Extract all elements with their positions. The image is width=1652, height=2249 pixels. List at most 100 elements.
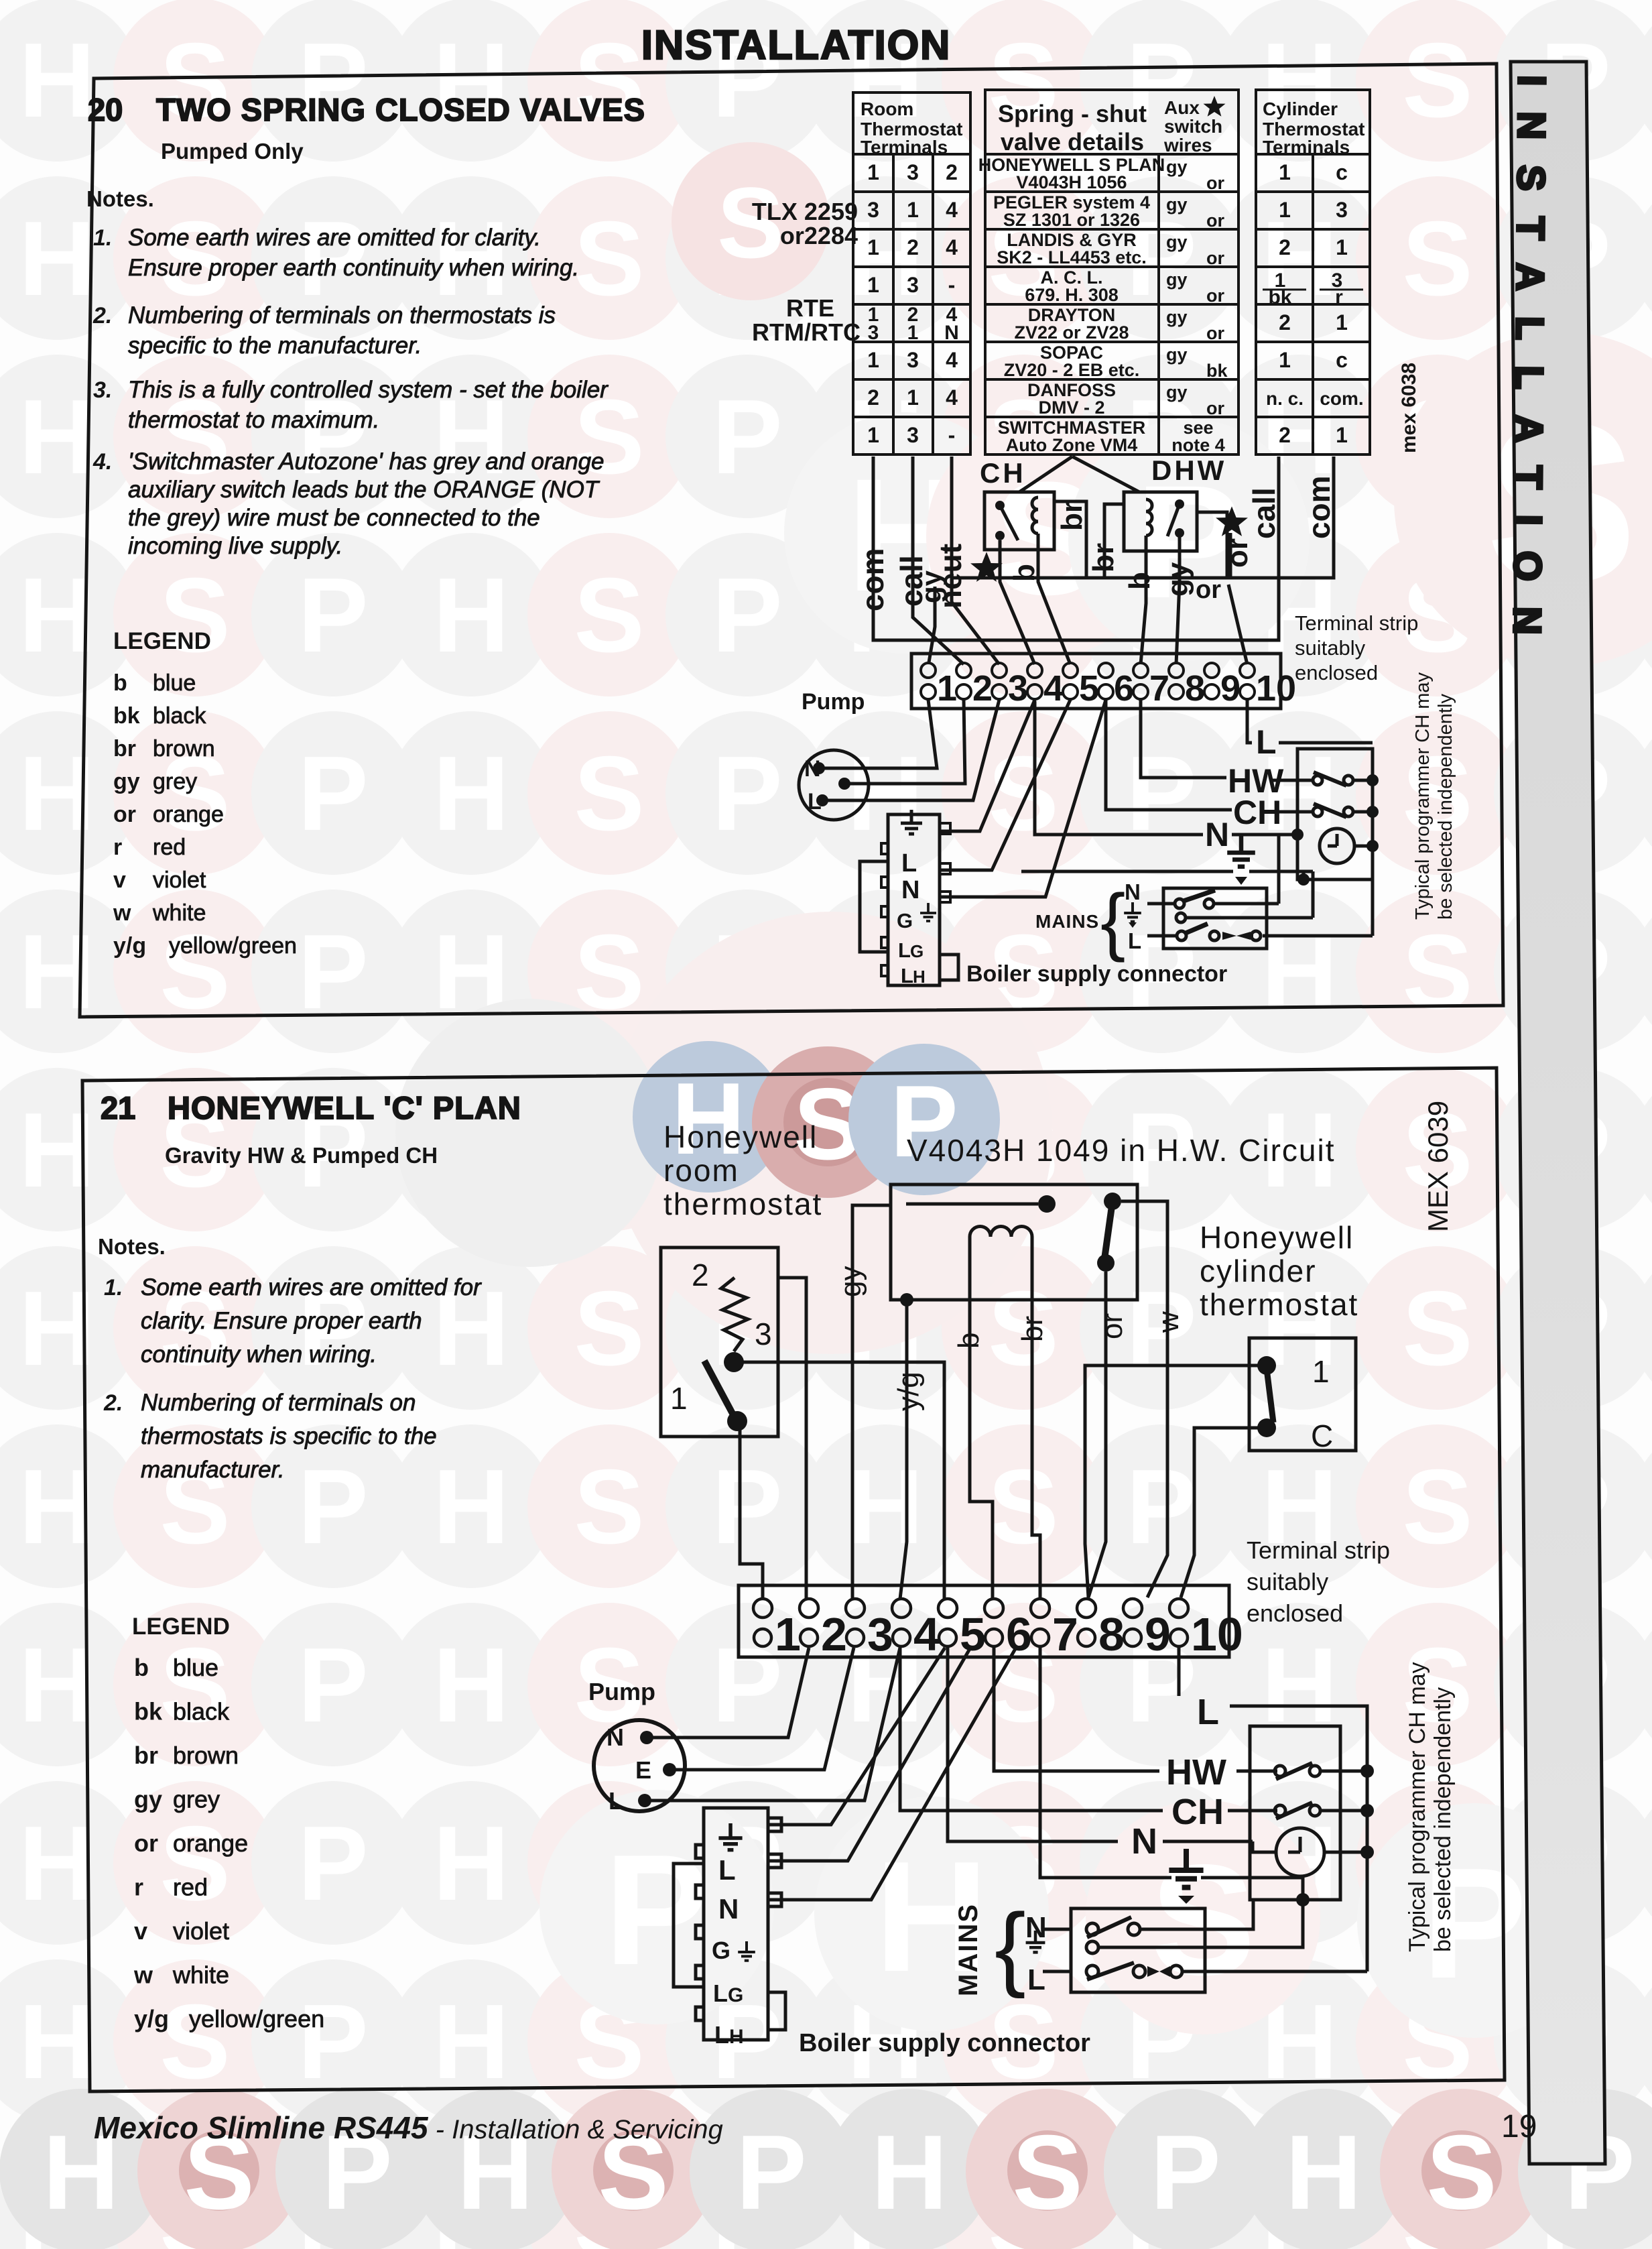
svg-text:L: L: [714, 2021, 729, 2049]
svg-text:b: b: [113, 670, 127, 696]
svg-text:bk: bk: [134, 1698, 163, 1725]
svg-text:enclosed: enclosed: [1295, 661, 1378, 684]
svg-text:S: S: [717, 166, 784, 279]
svg-text:S: S: [1426, 2114, 1497, 2232]
svg-text:gy: gy: [1161, 562, 1194, 597]
svg-text:H: H: [913, 967, 926, 987]
svg-text:3: 3: [755, 1317, 772, 1351]
svg-text:1: 1: [1279, 348, 1291, 372]
svg-text:Numbering of terminals on ther: Numbering of terminals on thermostats is: [128, 302, 556, 328]
svg-text:TLX 2259: TLX 2259: [752, 198, 858, 225]
svg-text:4: 4: [946, 235, 958, 259]
svg-text:com.: com.: [1320, 388, 1363, 409]
svg-text:INSTALLATION: INSTALLATION: [641, 22, 951, 68]
svg-text:be selected independently: be selected independently: [1435, 694, 1456, 920]
svg-text:Honeywell: Honeywell: [1200, 1220, 1354, 1255]
svg-text:N: N: [901, 876, 919, 904]
svg-text:ZV22 or ZV28: ZV22 or ZV28: [1014, 322, 1129, 343]
svg-text:6: 6: [1006, 1608, 1032, 1660]
svg-text:L: L: [898, 938, 911, 962]
svg-text:N: N: [1125, 879, 1141, 904]
svg-text:3: 3: [907, 273, 919, 297]
svg-text:gy: gy: [834, 1266, 867, 1297]
svg-text:A. C. L.: A. C. L.: [1041, 267, 1103, 288]
svg-text:Spring - shut: Spring - shut: [998, 100, 1147, 127]
svg-text:CH: CH: [980, 457, 1026, 489]
svg-text:c: c: [1336, 348, 1348, 372]
svg-text:L: L: [1197, 1692, 1219, 1732]
svg-text:1.: 1.: [93, 225, 112, 251]
svg-text:br: br: [1016, 1316, 1049, 1342]
svg-text:P: P: [605, 1821, 710, 1998]
svg-text:4: 4: [913, 1608, 940, 1660]
svg-text:1: 1: [867, 235, 879, 259]
svg-text:br: br: [113, 736, 136, 762]
svg-text:MAINS: MAINS: [1035, 911, 1099, 932]
svg-text:Mexico Slimline RS445 - Instal: Mexico Slimline RS445 - Installation & S…: [94, 2110, 723, 2145]
svg-text:CH: CH: [1171, 1792, 1224, 1832]
svg-text:y/g: y/g: [892, 1372, 925, 1411]
svg-text:5: 5: [1079, 668, 1099, 709]
svg-text:w: w: [113, 900, 131, 926]
svg-text:suitably: suitably: [1247, 1568, 1328, 1595]
svg-text:G: G: [897, 909, 913, 932]
svg-text:Boiler supply connector: Boiler supply connector: [799, 2029, 1090, 2057]
svg-text:Ensure proper earth continuity: Ensure proper earth continuity when wiri…: [128, 255, 579, 281]
svg-text:br: br: [1087, 543, 1120, 572]
svg-text:{: {: [1100, 879, 1125, 963]
svg-text:L: L: [808, 789, 822, 814]
svg-text:SOPAC: SOPAC: [1040, 343, 1103, 363]
svg-text:black: black: [153, 703, 206, 729]
svg-text:4: 4: [946, 348, 958, 372]
svg-text:-: -: [948, 423, 956, 447]
svg-text:com: com: [855, 548, 890, 611]
svg-text:3: 3: [907, 423, 919, 447]
svg-text:V4043H 1056: V4043H 1056: [1016, 172, 1127, 192]
svg-text:orange: orange: [173, 1829, 248, 1857]
svg-text:or: or: [1206, 173, 1224, 193]
svg-text:r: r: [113, 835, 122, 860]
svg-text:n. c.: n. c.: [1266, 388, 1304, 409]
svg-text:G: G: [728, 1984, 743, 2006]
svg-text:679. H. 308: 679. H. 308: [1025, 285, 1119, 305]
svg-text:1: 1: [907, 322, 919, 344]
svg-text:Notes.: Notes.: [98, 1234, 166, 1259]
svg-text:PEGLER system 4: PEGLER system 4: [993, 192, 1150, 212]
svg-text:S: S: [1151, 1831, 1256, 2008]
svg-text:1: 1: [907, 385, 919, 410]
svg-text:H: H: [729, 2026, 744, 2048]
svg-text:or: or: [1206, 398, 1224, 418]
svg-text:RTE: RTE: [786, 294, 834, 322]
svg-text:V4043H 1049 in H.W. Circuit: V4043H 1049 in H.W. Circuit: [907, 1133, 1336, 1168]
svg-text:2: 2: [907, 304, 919, 326]
svg-text:or: or: [1196, 576, 1221, 604]
svg-text:auxiliary switch leads but the: auxiliary switch leads but the ORANGE (N…: [128, 477, 600, 503]
svg-text:HONEYWELL 'C' PLAN: HONEYWELL 'C' PLAN: [168, 1090, 521, 1126]
svg-text:1: 1: [907, 198, 919, 222]
svg-text:4: 4: [1043, 668, 1064, 709]
svg-text:N: N: [607, 1723, 624, 1751]
svg-text:HW: HW: [1228, 762, 1284, 800]
svg-text:1: 1: [867, 160, 879, 184]
svg-text:S: S: [184, 2114, 254, 2232]
svg-text:red: red: [173, 1874, 208, 1901]
svg-text:1: 1: [1279, 198, 1291, 222]
svg-text:9: 9: [1220, 668, 1241, 709]
svg-text:Terminal strip: Terminal strip: [1247, 1536, 1390, 1564]
svg-text:HONEYWELL S PLAN: HONEYWELL S PLAN: [978, 155, 1165, 175]
svg-text:br: br: [134, 1742, 158, 1769]
svg-text:N: N: [804, 756, 821, 782]
svg-text:1: 1: [867, 423, 879, 447]
svg-text:or2284: or2284: [780, 222, 858, 249]
svg-text:specific to the manufacturer.: specific to the manufacturer.: [128, 332, 422, 359]
svg-text:This is a fully controlled sys: This is a fully controlled system - set …: [128, 377, 609, 403]
svg-text:or: or: [113, 802, 136, 827]
svg-text:gy: gy: [1166, 307, 1188, 327]
svg-text:valve details: valve details: [1001, 128, 1144, 156]
svg-text:Terminals: Terminals: [861, 137, 948, 158]
svg-text:2.: 2.: [92, 303, 112, 328]
svg-text:b: b: [952, 1333, 985, 1349]
svg-text:y/g: y/g: [113, 933, 146, 959]
svg-text:violet: violet: [153, 867, 206, 893]
svg-text:P: P: [1422, 1835, 1527, 2011]
